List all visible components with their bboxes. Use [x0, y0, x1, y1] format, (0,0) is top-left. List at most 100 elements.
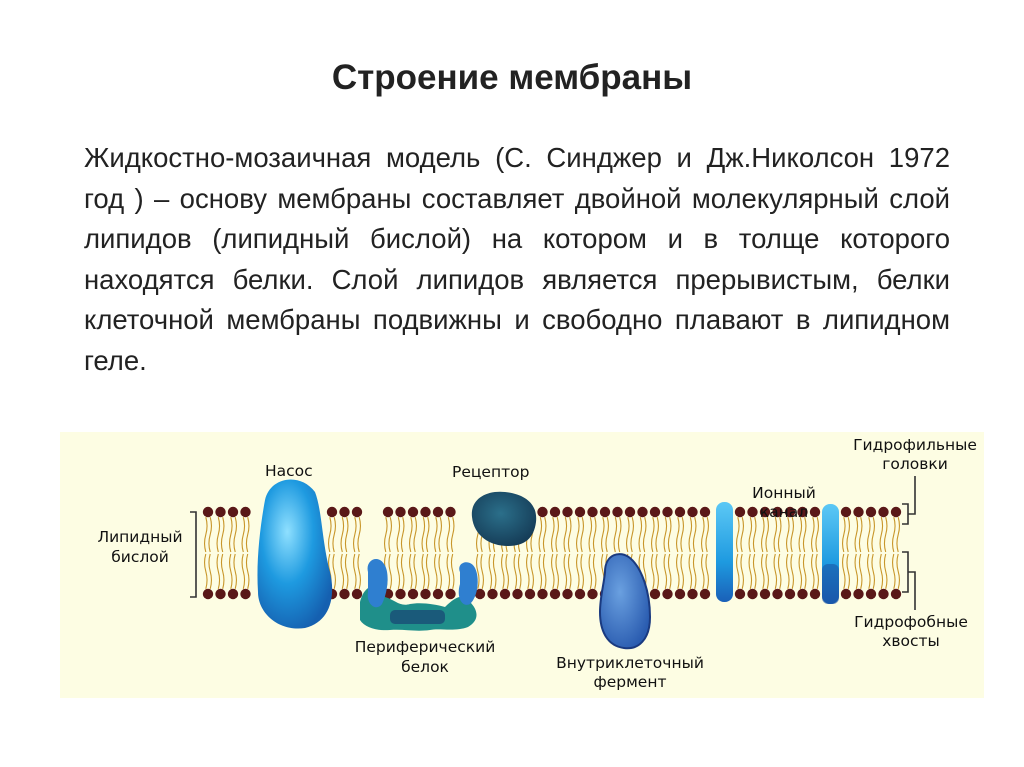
lipid-head	[734, 506, 746, 518]
lipid-head	[784, 588, 796, 600]
hydrophilic-heads-label-2: головки	[882, 455, 948, 473]
lipid-tail	[680, 553, 684, 589]
lipid-tail	[576, 553, 580, 589]
lipid-head	[840, 588, 852, 600]
lipid-tail	[488, 553, 493, 589]
lipid-tail	[815, 517, 819, 553]
heads-bracket	[902, 503, 909, 525]
ion-channel-left	[716, 502, 733, 602]
lipid-head	[662, 588, 673, 600]
lipid-tail	[705, 553, 709, 589]
lipid-head	[227, 588, 239, 600]
lipid-tail	[601, 517, 605, 553]
lipid-tail	[773, 553, 778, 589]
lipid-head	[549, 588, 561, 600]
lipid-tail	[340, 517, 345, 553]
lipid-tail	[409, 517, 413, 553]
tails-bracket	[902, 551, 909, 593]
lipid-tail	[513, 553, 518, 589]
lipid-head	[797, 588, 808, 600]
receptor-protein	[471, 491, 537, 546]
lipid-head	[840, 506, 852, 518]
lipid-tail	[245, 553, 250, 589]
lipid-tail	[434, 553, 438, 589]
lipid-head	[407, 506, 419, 518]
lipid-tail	[651, 517, 655, 553]
lipid-tail	[736, 517, 740, 553]
lipid-head	[890, 506, 902, 518]
lipid-head	[587, 588, 598, 600]
pump-label: Насос	[265, 462, 313, 480]
lipid-tail	[858, 553, 863, 589]
lipid-tail	[505, 553, 509, 589]
lipid-tail	[353, 517, 357, 553]
lipid-tail	[630, 517, 634, 553]
lipid-head	[772, 506, 783, 518]
lipid-tail	[425, 553, 430, 589]
lipid-tail	[526, 553, 530, 589]
lipid-tail	[867, 517, 871, 553]
lipid-head	[853, 588, 864, 600]
lipid-head	[499, 588, 511, 600]
lipid-head	[574, 506, 586, 518]
lipid-tail	[425, 517, 430, 553]
lipid-tail	[538, 517, 543, 553]
lipid-tail	[384, 517, 388, 553]
lipid-head	[549, 506, 561, 518]
lipid-tail	[413, 553, 417, 589]
lipid-tail	[400, 553, 405, 589]
lipid-tail	[688, 517, 693, 553]
lipid-head	[865, 588, 877, 600]
bilayer-bracket	[190, 511, 197, 598]
lipid-tail	[854, 553, 859, 589]
lipid-tail	[438, 553, 442, 589]
lipid-head	[599, 506, 611, 518]
lipid-tail	[434, 517, 438, 553]
lipid-tail	[555, 517, 559, 553]
lipid-head	[351, 588, 363, 600]
lipid-tail	[551, 517, 555, 553]
lipid-tail	[846, 517, 850, 553]
lipid-head	[797, 506, 808, 518]
lipid-head	[407, 588, 419, 600]
lipid-tail	[765, 553, 769, 589]
lipid-head	[432, 506, 444, 518]
lipid-tail	[701, 517, 705, 553]
lipid-tail	[241, 553, 246, 589]
lipid-head	[674, 506, 686, 518]
lipid-tail	[204, 553, 208, 589]
lipid-head	[637, 506, 648, 518]
lipid-tail	[396, 553, 401, 589]
lipid-tail	[748, 517, 753, 553]
membrane-diagram: Насос Рецептор Ионный канал Гидрофильные…	[60, 432, 984, 698]
lipid-tail	[752, 517, 757, 553]
peripheral-protein-shape	[360, 558, 478, 631]
lipid-tail	[216, 517, 221, 553]
lipid-head	[537, 506, 548, 518]
lipid-tail	[705, 517, 709, 553]
lipid-tail	[842, 553, 846, 589]
lipid-head	[687, 506, 698, 518]
lipid-head	[674, 588, 686, 600]
lipid-head	[734, 588, 746, 600]
lipid-head	[562, 588, 573, 600]
lipid-tail	[811, 553, 815, 589]
lipid-tail	[542, 517, 547, 553]
lipid-tail	[842, 517, 846, 553]
lipid-head	[524, 588, 536, 600]
lipid-tail	[344, 553, 349, 589]
lipid-tail	[871, 553, 875, 589]
lipid-head	[395, 506, 406, 518]
lipid-head	[809, 588, 821, 600]
lipid-tail	[680, 517, 684, 553]
lipid-head	[587, 506, 598, 518]
lipid-tail	[233, 553, 237, 589]
lipid-tail	[357, 553, 361, 589]
lipid-tail	[567, 553, 572, 589]
lipid-head	[537, 588, 548, 600]
lipid-head	[890, 588, 902, 600]
lipid-head	[624, 506, 636, 518]
lipid-tail	[663, 517, 668, 553]
ion-channel-label-1: Ионный	[752, 484, 816, 502]
lipid-head	[699, 506, 711, 518]
